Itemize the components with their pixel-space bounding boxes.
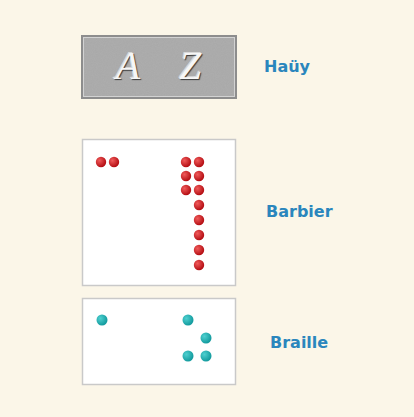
barbier-cell	[83, 140, 236, 286]
embossed-letter: A	[116, 44, 140, 88]
braille-cell	[83, 299, 236, 385]
system-name: Haüy	[264, 58, 310, 76]
system-name: Barbier	[266, 203, 333, 221]
embossed-letter: Z	[179, 44, 201, 88]
system-name: Braille	[270, 334, 328, 352]
embossed-plate	[82, 36, 236, 98]
